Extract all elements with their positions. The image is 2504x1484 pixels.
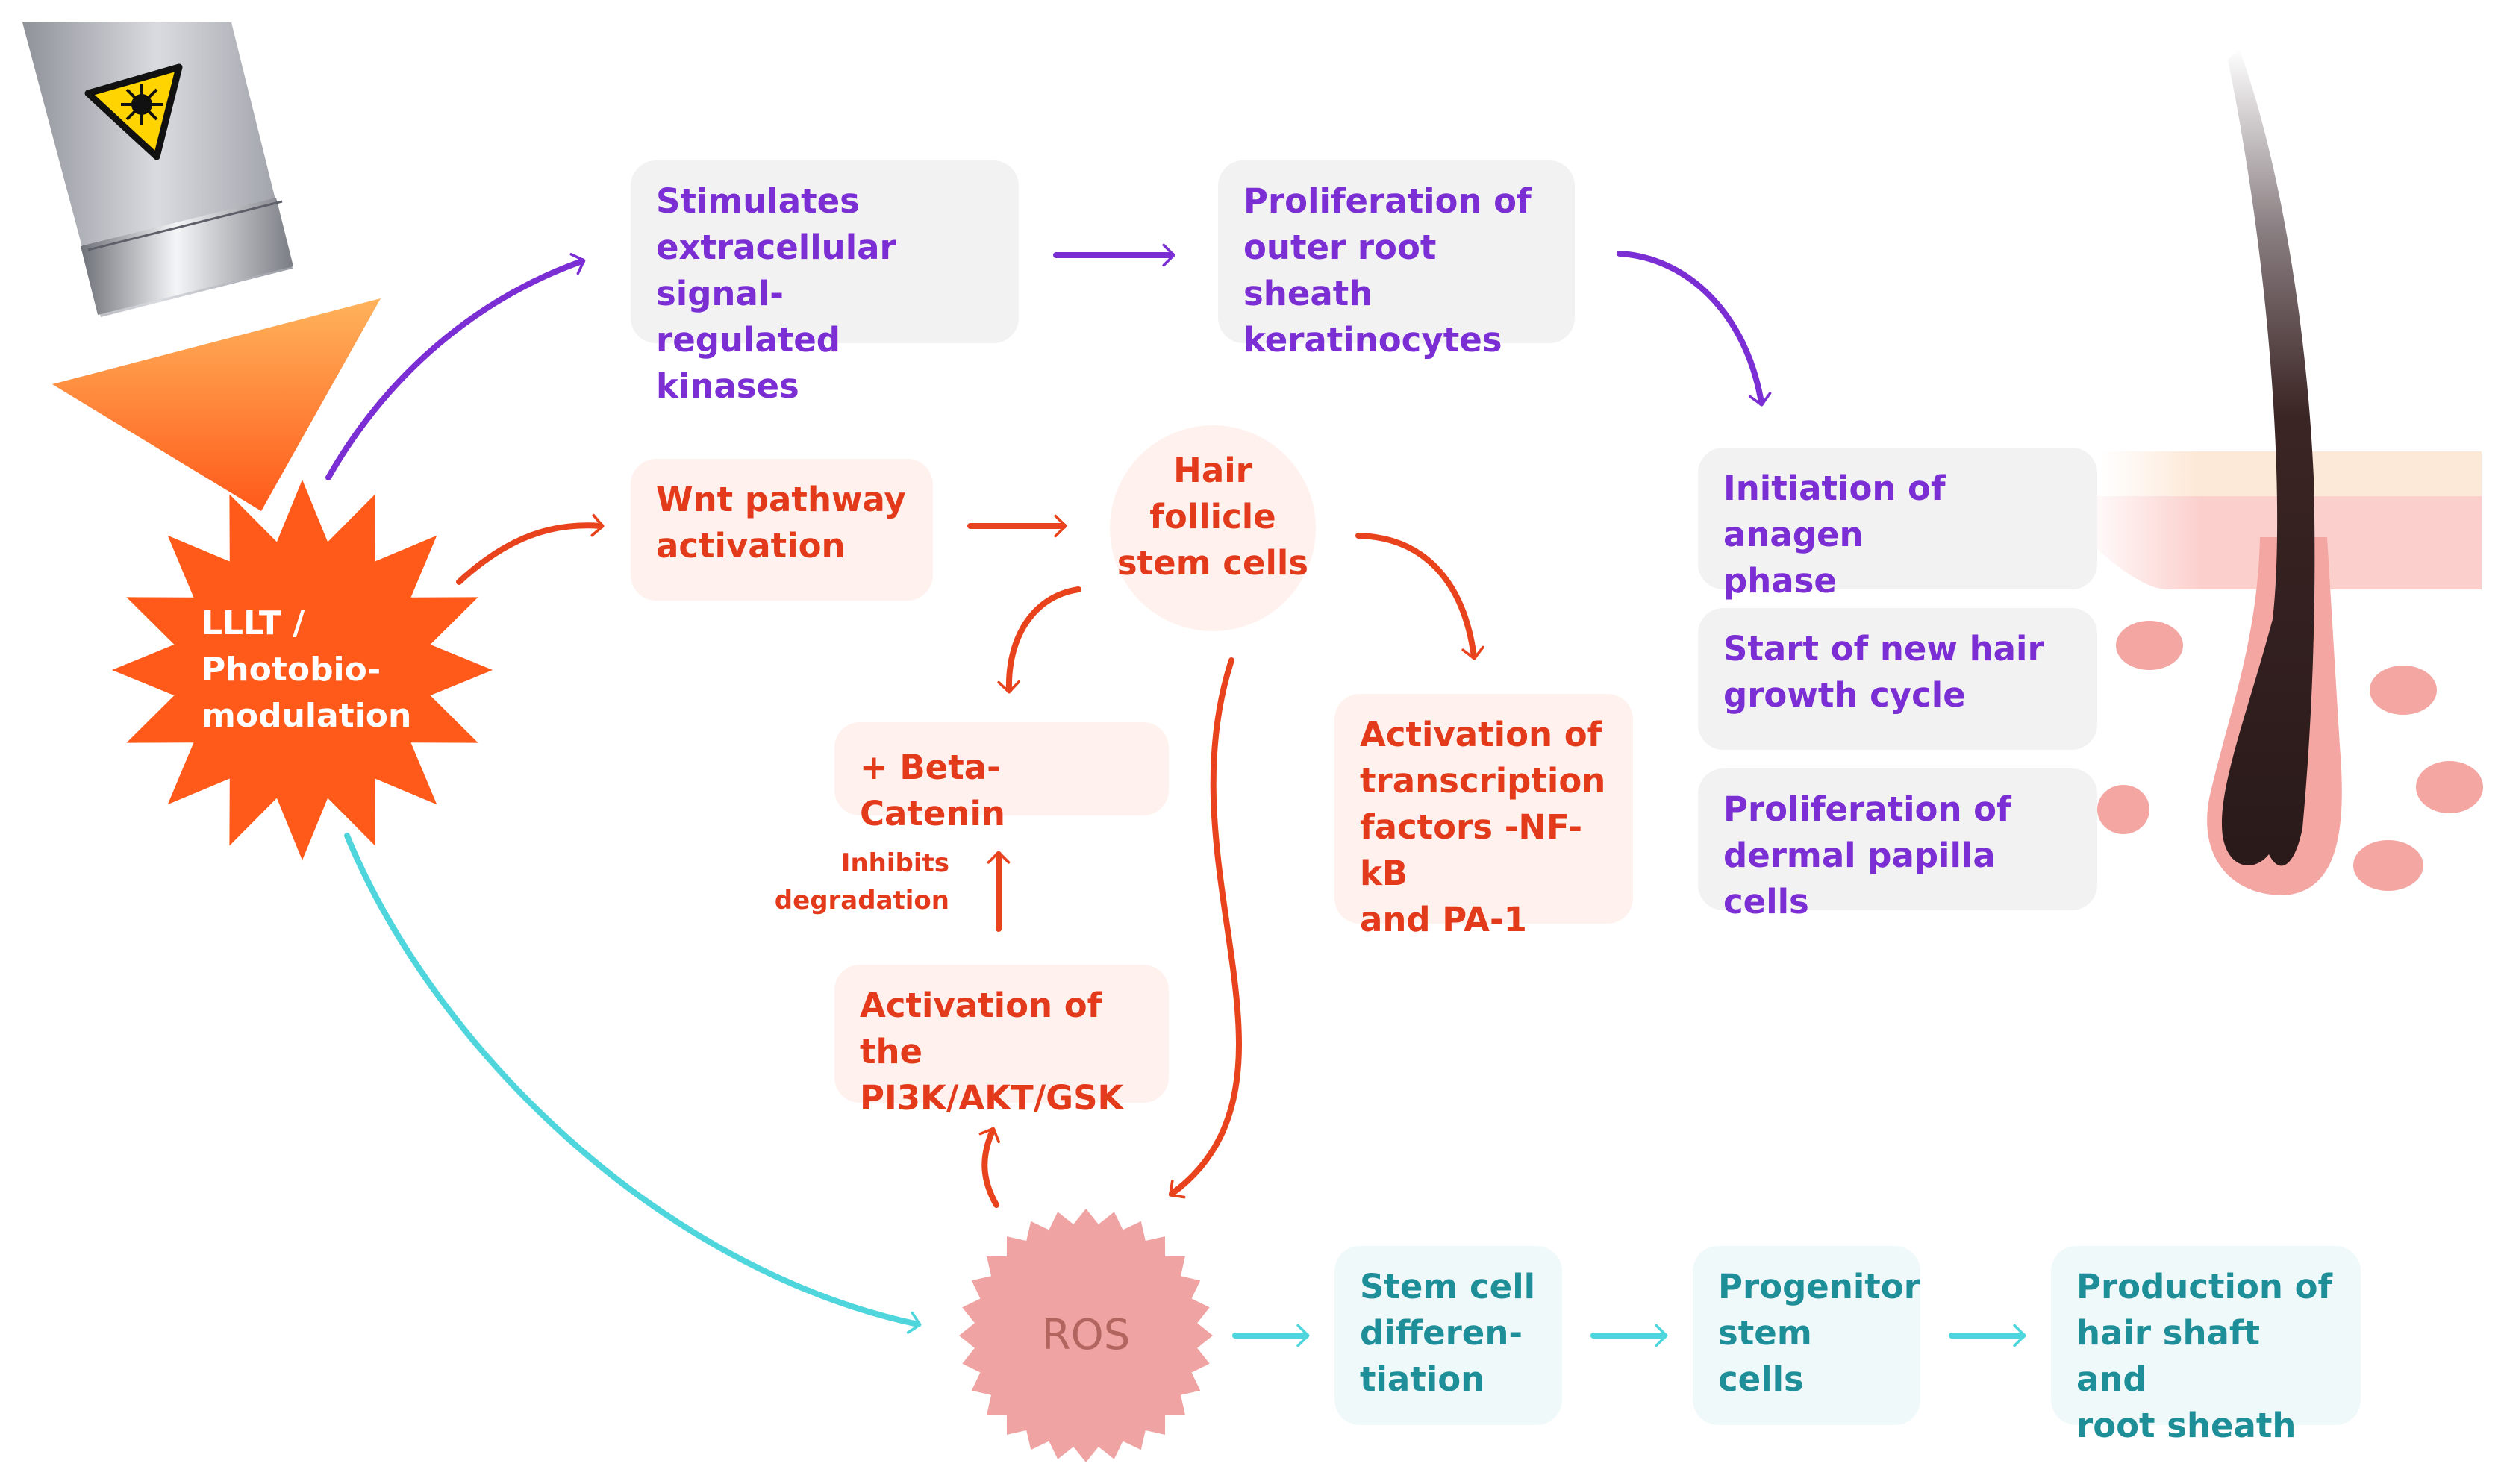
box-new-cycle: Start of new hair growth cycle	[1698, 608, 2097, 750]
laser-device-icon	[22, 22, 293, 317]
stem-cells-label: Hair follicle stem cells	[1117, 451, 1309, 583]
lllt-label: LLLT / Photobio- modulation	[202, 604, 412, 735]
stem-cells-circle	[1110, 425, 1316, 631]
arrow-lllt-to-ros	[344, 833, 922, 1334]
box-anagen: Initiation of anagen phase	[1698, 448, 2097, 601]
arrow-stem-cells-to-beta	[997, 586, 1081, 694]
box-production: Production of hair shaft and root sheath	[2051, 1246, 2361, 1445]
laser-warning-icon	[84, 63, 183, 160]
ros-label: ROS	[1041, 1311, 1131, 1359]
arrow-lllt-to-wnt	[456, 513, 605, 585]
ros-sun	[959, 1209, 1213, 1462]
box-erk: Stimulates extracellular signal- regulat…	[631, 160, 1019, 406]
box-pi3k: Activation of the PI3K/AKT/GSK	[834, 965, 1169, 1118]
box-nfkb: Activation of transcription factors -NF-…	[1334, 694, 1633, 939]
box-wnt: Wnt pathway activation	[631, 459, 933, 601]
lllt-burst	[112, 480, 493, 860]
arrow-stem-cells-to-ros	[1169, 657, 1243, 1199]
arrow-ros-to-pi3k	[978, 1127, 1000, 1208]
box-dermal: Proliferation of dermal papilla cells	[1698, 768, 2097, 921]
arrow-ors-to-anagen	[1617, 251, 1772, 407]
box-beta-catenin: + Beta-Catenin	[834, 722, 1169, 833]
box-ors: Proliferation of outer root sheath kerat…	[1218, 160, 1575, 360]
arrow-stem-cells-to-nfkb	[1355, 533, 1484, 660]
light-beam-arrow-icon	[52, 298, 381, 511]
box-stem-differentiation: Stem cell differen- tiation	[1334, 1246, 1562, 1425]
inhibits-degradation-label: Inhibits degradation	[774, 848, 949, 915]
arrow-lllt-to-erk	[325, 253, 586, 480]
hair-follicle-icon	[2082, 48, 2483, 895]
box-progenitor: Progenitor stem cells	[1693, 1246, 1920, 1425]
